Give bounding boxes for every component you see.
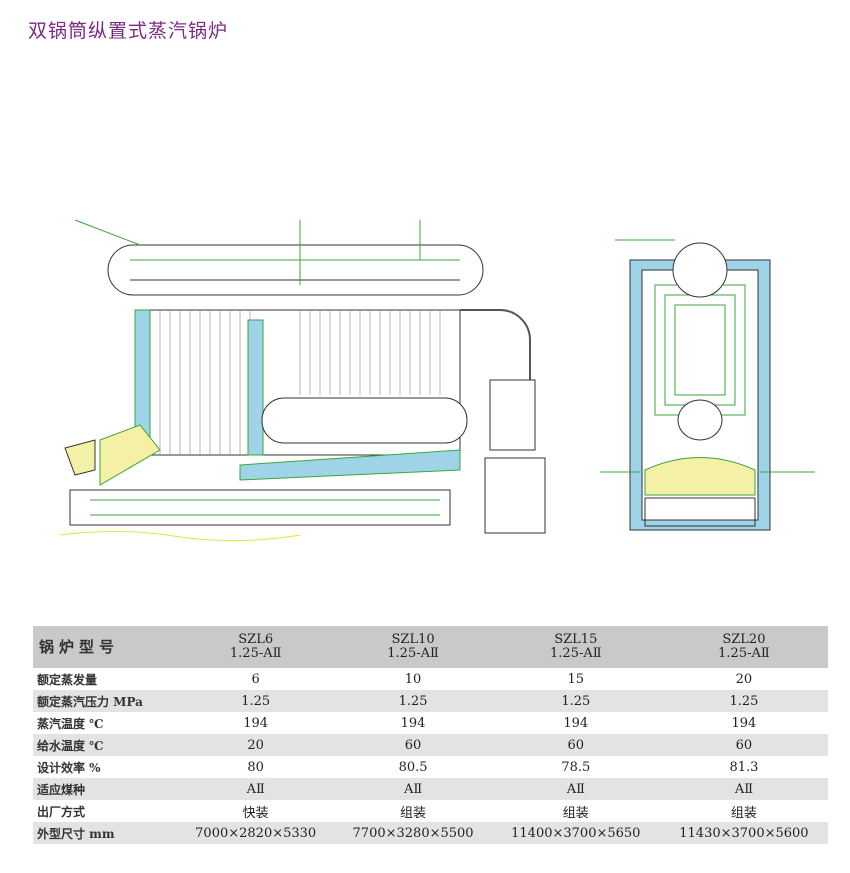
- table-cell: 7700×3280×5500: [352, 825, 474, 841]
- table-row: 额定蒸发量 6 10 15 20: [33, 668, 828, 690]
- table-cell: 10: [404, 671, 422, 687]
- row-label: 给水温度 ℃: [37, 738, 104, 753]
- grate: [69, 489, 451, 526]
- table-row: 外型尺寸 mm 7000×2820×5330 7700×3280×5500 11400…: [33, 822, 828, 844]
- table-cell: 20: [735, 671, 753, 687]
- table-cell: 194: [563, 715, 589, 731]
- model-name: SZL20: [722, 632, 766, 647]
- table-cell: 1.25: [398, 693, 428, 709]
- model-spec: 1.25-AⅡ: [718, 646, 770, 661]
- table-row: 给水温度 ℃ 20 60 60 60: [33, 734, 828, 756]
- table-cell: 1.25: [241, 693, 271, 709]
- table-cell: 194: [400, 715, 426, 731]
- table-row: 出厂方式 快装 组装 组装 组装: [33, 800, 828, 822]
- model-spec: 1.25-AⅡ: [550, 646, 602, 661]
- table-cell: 15: [567, 671, 585, 687]
- upper-drum: [107, 244, 484, 296]
- model-name: SZL6: [238, 632, 274, 647]
- boiler-drawing: [59, 219, 815, 542]
- table-row: 额定蒸汽压力 MPa 1.25 1.25 1.25 1.25: [33, 690, 828, 712]
- model-spec: 1.25-AⅡ: [229, 646, 282, 661]
- model-name: SZL15: [554, 632, 598, 647]
- side-view-drawing: [59, 219, 546, 542]
- table-cell: 1.25: [729, 693, 759, 709]
- table-cell: 11430×3700×5600: [679, 825, 809, 841]
- front-upper-drum: [672, 242, 728, 298]
- table-cell: 60: [567, 737, 585, 753]
- table-cell: 80.5: [398, 759, 428, 775]
- table-cell: 80: [247, 759, 264, 775]
- row-label: 额定蒸发量: [37, 672, 98, 687]
- table-row: 蒸汽温度 ℃ 194 194 194 194: [33, 712, 828, 734]
- page-title: 双锅筒纵置式蒸汽锅炉: [28, 20, 229, 42]
- front-view-drawing: [600, 239, 815, 531]
- row-label: 额定蒸汽压力 MPa: [37, 694, 143, 709]
- table-cell: AⅡ: [734, 781, 754, 797]
- row-label: 设计效率 %: [37, 760, 101, 775]
- table-cell: 81.3: [729, 759, 759, 775]
- table-cell: 78.5: [561, 759, 591, 775]
- row-label: 外型尺寸 mm: [37, 826, 115, 841]
- table-cell: 11400×3700×5650: [511, 825, 641, 841]
- row-label: 蒸汽温度 ℃: [37, 716, 104, 731]
- table-cell: 1.25: [561, 693, 591, 709]
- table-cell: 快装: [242, 805, 269, 821]
- table-cell: 194: [243, 715, 269, 731]
- table-cell: 组装: [730, 805, 757, 821]
- lower-drum: [261, 397, 468, 444]
- row-label: 适应煤种: [37, 782, 86, 797]
- table-cell: AⅡ: [403, 781, 423, 797]
- table-cell: 60: [735, 737, 753, 753]
- model-name: SZL10: [391, 632, 435, 647]
- table-cell: 194: [731, 715, 757, 731]
- model-spec: 1.25-AⅡ: [387, 646, 439, 661]
- table-cell: 7000×2820×5330: [195, 825, 317, 841]
- front-lower-drum: [677, 399, 723, 441]
- table-cell: 6: [251, 671, 260, 687]
- table-cell: AⅡ: [246, 781, 265, 797]
- table-cell: AⅡ: [566, 781, 585, 797]
- table-cell: 组装: [400, 805, 427, 821]
- table-row: 设计效率 % 80 80.5 78.5 81.3: [33, 756, 828, 778]
- table-cell: 20: [247, 737, 264, 753]
- header-label: 锅炉型号: [39, 638, 120, 656]
- row-label: 出厂方式: [37, 804, 86, 819]
- table-cell: 组装: [562, 805, 589, 821]
- table-cell: 60: [404, 737, 422, 753]
- table-row: 适应煤种 AⅡ AⅡ AⅡ AⅡ: [33, 778, 828, 800]
